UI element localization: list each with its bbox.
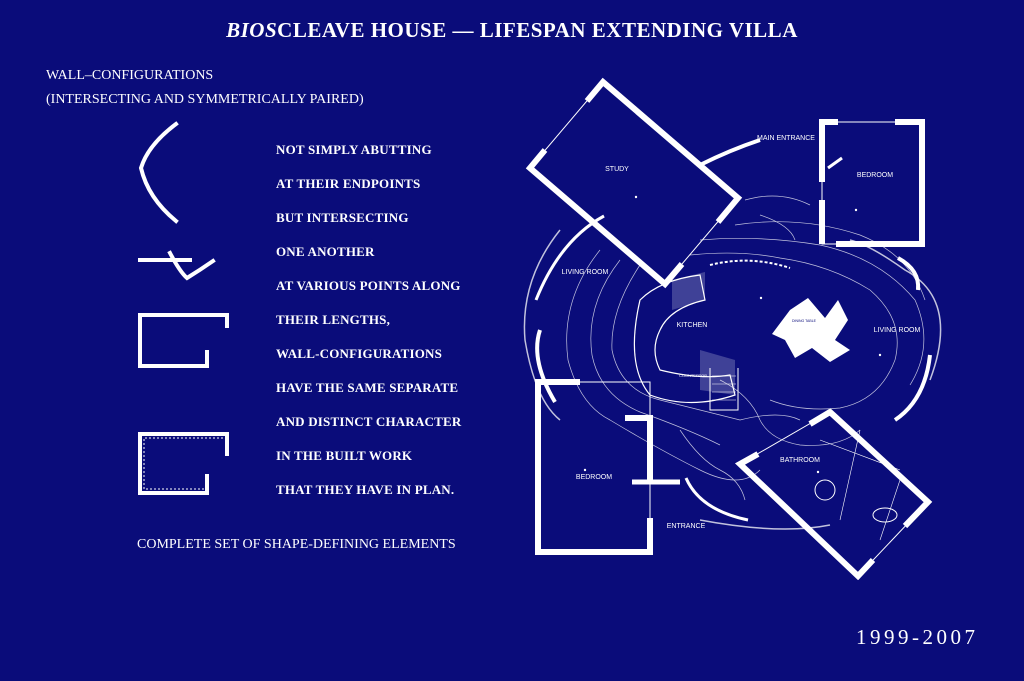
- wall-configurations-subheading: (INTERSECTING AND SYMMETRICALLY PAIRED): [46, 92, 364, 107]
- bedroom-bottom-label: BEDROOM: [576, 474, 612, 481]
- title-rest: CLEAVE HOUSE — LIFESPAN EXTENDING VILLA: [277, 18, 798, 42]
- description-line-7: WALL-CONFIGURATIONS: [276, 346, 443, 361]
- year-range: 1999-2007: [856, 625, 979, 649]
- wall-configurations-heading: WALL–CONFIGURATIONS: [46, 68, 214, 83]
- shape-elements-caption: COMPLETE SET OF SHAPE-DEFINING ELEMENTS: [137, 537, 456, 552]
- description-line-3: BUT INTERSECTING: [276, 210, 409, 225]
- description-line-8: HAVE THE SAME SEPARATE: [276, 380, 459, 395]
- wall-configuration-diagrams: [138, 121, 229, 495]
- study-room: [525, 77, 743, 289]
- living-room-left-label: LIVING ROOM: [562, 269, 609, 276]
- description-line-11: THAT THEY HAVE IN PLAN.: [276, 482, 455, 497]
- entrance-label: ENTRANCE: [667, 523, 706, 530]
- floor-plan: STUDY MAIN ENTRANCE BEDROOM LIVING ROOM …: [523, 77, 942, 580]
- description-line-9: AND DISTINCT CHARACTER: [276, 414, 462, 429]
- description-line-2: AT THEIR ENDPOINTS: [276, 176, 421, 191]
- description-line-4: ONE ANOTHER: [276, 244, 375, 259]
- page-title: BIOSCLEAVE HOUSE — LIFESPAN EXTENDING VI…: [0, 18, 1024, 43]
- living-room-right-label: LIVING ROOM: [874, 327, 921, 334]
- open-rectangle-wall-shape: [138, 313, 229, 368]
- description-line-1: NOT SIMPLY ABUTTING: [276, 142, 432, 157]
- curved-wall-shape: [138, 121, 179, 224]
- intersecting-wall-shape: [138, 250, 216, 281]
- kitchen-label: KITCHEN: [677, 322, 708, 329]
- description-line-6: THEIR LENGTHS,: [276, 312, 391, 327]
- title-italic: BIOS: [226, 18, 278, 42]
- study-label: STUDY: [605, 166, 629, 173]
- dining-table: [772, 298, 850, 362]
- bathroom-label: BATHROOM: [780, 457, 820, 464]
- kitchen-island: [633, 259, 791, 411]
- countertop-label: COUNTERTOP: [679, 373, 707, 378]
- dining-table-label: DINING TABLE: [792, 319, 817, 323]
- main-entrance-label: MAIN ENTRANCE: [757, 135, 815, 142]
- bedroom-top: [819, 119, 925, 247]
- terrain-contours: [523, 195, 942, 530]
- bedroom-bottom: [535, 379, 680, 555]
- elevation-marks: [583, 195, 882, 474]
- description-line-5: AT VARIOUS POINTS ALONG: [276, 278, 461, 293]
- bedroom-top-label: BEDROOM: [857, 172, 893, 179]
- description-line-10: IN THE BUILT WORK: [276, 448, 413, 463]
- double-rectangle-wall-shape: [138, 432, 229, 495]
- bathroom-room: [734, 408, 933, 580]
